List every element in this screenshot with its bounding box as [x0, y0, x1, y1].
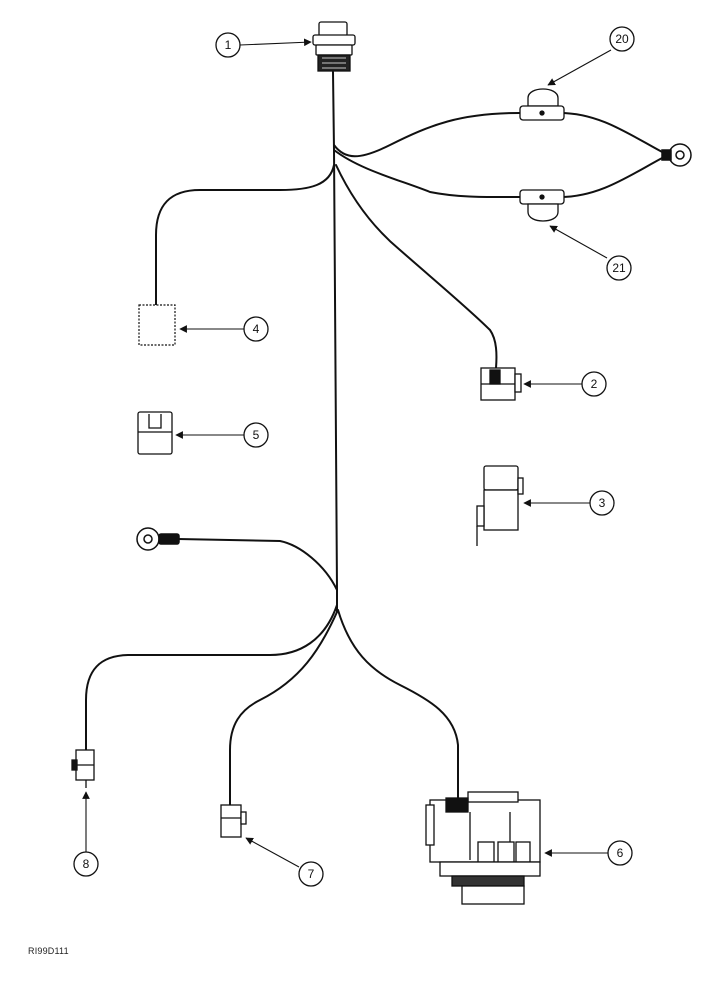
- relay-3: [476, 465, 524, 546]
- callout-bubbles: 1 20 21 4 2 5 3 8: [73, 26, 635, 887]
- wire-to-connector-4: [155, 164, 335, 306]
- leader-21: [549, 225, 608, 259]
- terminal-plug-5: [137, 411, 173, 455]
- harness-wires: [85, 71, 665, 806]
- callout-20-label: 20: [615, 32, 629, 46]
- callout-3-label: 3: [599, 496, 606, 510]
- wire-to-ground-ring: [177, 538, 338, 591]
- callout-1: 1: [215, 32, 241, 58]
- callout-7-label: 7: [308, 867, 315, 881]
- ring-terminal-right: [661, 143, 692, 167]
- callout-6-label: 6: [617, 846, 624, 860]
- callout-leaders: [82, 38, 612, 868]
- callout-21: 21: [606, 255, 632, 281]
- callout-4: 4: [243, 316, 269, 342]
- wire-to-fuse-21: [333, 149, 521, 199]
- callout-4-label: 4: [253, 322, 260, 336]
- connector-4: [138, 304, 176, 346]
- leader-20: [547, 49, 612, 86]
- callout-6: 6: [607, 840, 633, 866]
- callout-2-label: 2: [591, 377, 598, 391]
- fuse-holder-20: [519, 88, 565, 121]
- callout-5: 5: [243, 422, 269, 448]
- callout-2: 2: [581, 371, 607, 397]
- figure-reference-code: RI99D111: [28, 946, 69, 956]
- wire-to-connector-6: [337, 609, 459, 801]
- fuse-holder-21: [519, 189, 565, 222]
- leader-1: [239, 38, 312, 47]
- ground-ring-terminal: [136, 527, 180, 551]
- wire-to-connector-2: [335, 164, 498, 369]
- wire-fuse-21-to-ring: [559, 156, 665, 198]
- callout-8-label: 8: [83, 857, 90, 871]
- wire-to-connector-8: [85, 604, 338, 751]
- connector-8: [71, 749, 95, 788]
- relay-connector-2: [480, 367, 522, 401]
- main-trunk-wire: [332, 71, 338, 613]
- fuse-block-6: [425, 791, 541, 905]
- callout-20: 20: [609, 26, 635, 52]
- callout-7: 7: [298, 861, 324, 887]
- wire-to-connector-7: [229, 611, 338, 806]
- callout-3: 3: [589, 490, 615, 516]
- callout-8: 8: [73, 851, 99, 877]
- bulkhead-connector-1: [312, 21, 356, 72]
- connector-7: [220, 804, 247, 838]
- callout-21-label: 21: [612, 261, 626, 275]
- callout-5-label: 5: [253, 428, 260, 442]
- wire-fuse-20-to-ring: [559, 112, 665, 154]
- callout-1-label: 1: [225, 38, 232, 52]
- leader-7: [245, 837, 300, 868]
- wire-to-fuse-20: [333, 112, 521, 158]
